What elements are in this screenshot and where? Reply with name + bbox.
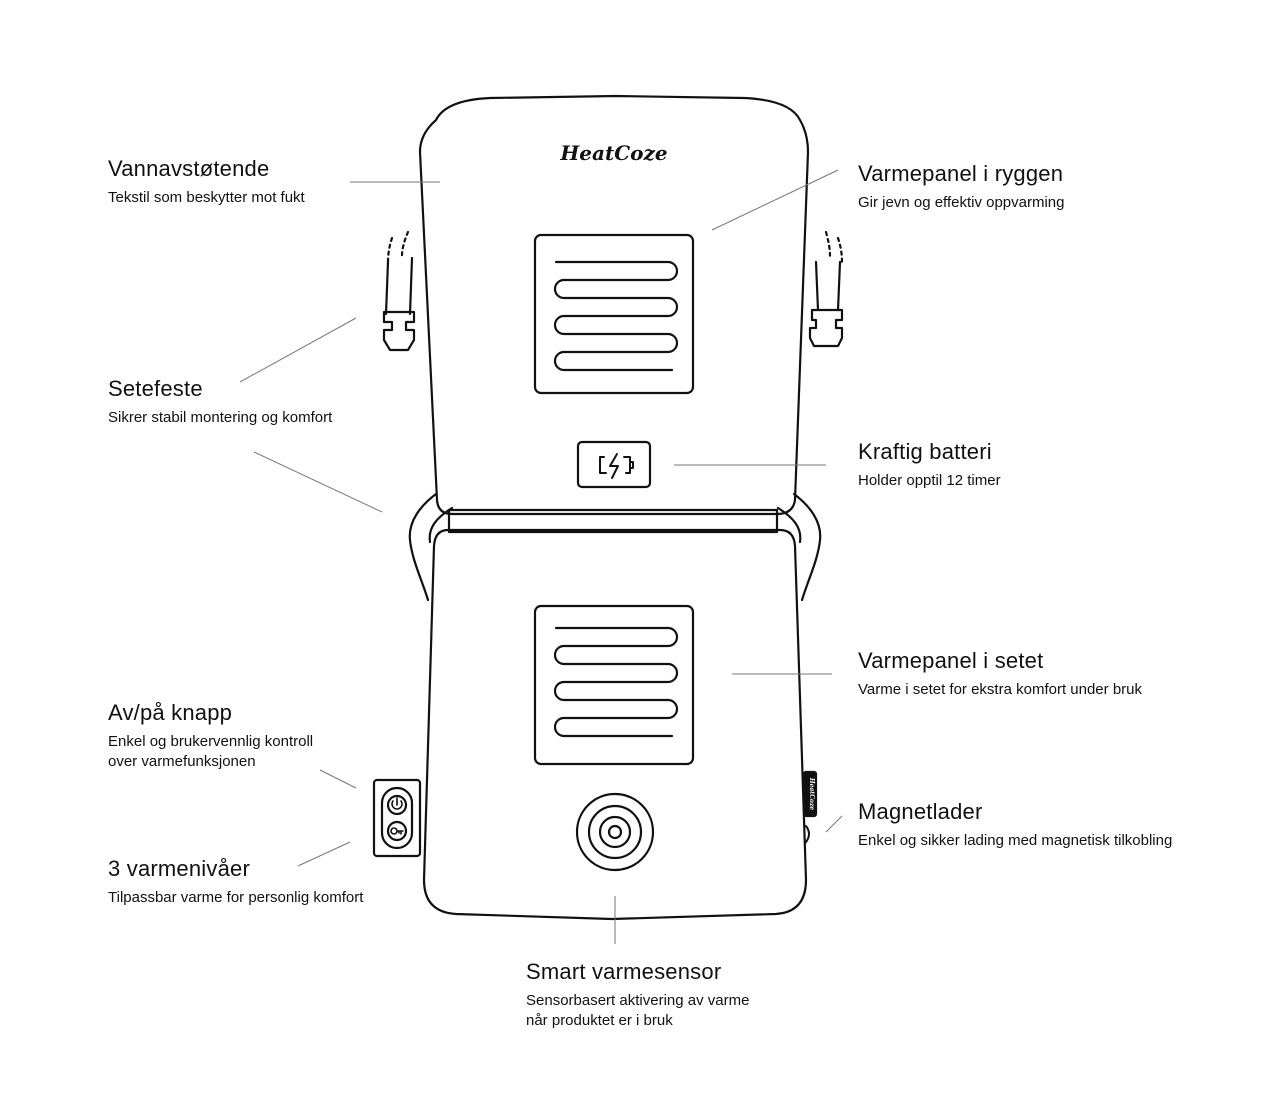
callout-smart-sensor: Smart varmesensor Sensorbasert aktiverin… [526, 959, 846, 1031]
seat-strap-right [808, 230, 844, 348]
battery-indicator [576, 440, 652, 489]
brand-logo: HeatCoze [559, 141, 667, 165]
leader-lines [239, 169, 843, 944]
callout-water-repellent: Vannavstøtende Tekstil som beskytter mot… [108, 156, 368, 208]
seat-heating-panel [533, 604, 695, 766]
magnetic-charger [802, 770, 818, 843]
smart-heat-sensor [575, 792, 655, 872]
callout-seat-heating-panel: Varmepanel i setet Varme i setet for eks… [858, 648, 1188, 700]
callout-title: Varmepanel i ryggen [858, 161, 1064, 186]
heat-sensor-icon [607, 824, 623, 840]
heating-coil-icon [553, 260, 679, 372]
callout-text: Varme i setet for ekstra komfort under b… [858, 681, 1142, 698]
back-cushion [418, 94, 810, 516]
charger-brand-tag: HeatCoze [808, 777, 815, 810]
callout-seat-mount: Setefeste Sikrer stabil montering og kom… [108, 376, 388, 428]
callout-title: Varmepanel i setet [858, 648, 1044, 673]
callout-title: Setefeste [108, 376, 203, 401]
callout-heat-levels: 3 varmenivåer Tilpassbar varme for perso… [108, 856, 408, 908]
callout-battery: Kraftig batteri Holder opptil 12 timer [858, 439, 1158, 491]
seat-cushion [422, 528, 808, 921]
buckle-icon [382, 310, 416, 352]
back-heating-panel [533, 233, 695, 395]
callout-text: Sikrer stabil montering og komfort [108, 409, 333, 426]
hinge-strip [447, 508, 779, 534]
heat-level-icon [390, 827, 404, 835]
callout-text: Tekstil som beskytter mot fukt [108, 189, 305, 206]
callout-text: Gir jevn og effektiv oppvarming [858, 194, 1065, 211]
seat-strap-left [382, 230, 416, 352]
callout-title: Smart varmesensor [526, 959, 722, 984]
power-icon [391, 797, 403, 810]
callout-title: Av/på knapp [108, 700, 233, 725]
callout-title: Magnetlader [858, 799, 983, 824]
callout-title: Vannavstøtende [108, 156, 270, 181]
callout-text: Enkel og brukervennlig kontroll over var… [108, 733, 314, 770]
heating-coil-icon [553, 626, 679, 738]
side-strap-right [776, 492, 822, 602]
battery-charging-icon [599, 453, 634, 479]
side-strap-left [408, 492, 454, 602]
callout-magnetic-charger: Magnetlader Enkel og sikker lading med m… [858, 799, 1218, 851]
callout-title: 3 varmenivåer [108, 856, 250, 881]
callout-title: Kraftig batteri [858, 439, 992, 464]
callout-text: Enkel og sikker lading med magnetisk til… [858, 832, 1173, 849]
control-module [372, 778, 422, 858]
callout-text: Tilpassbar varme for personlig komfort [108, 889, 364, 906]
buckle-icon [808, 308, 844, 348]
callout-text: Sensorbasert aktivering av varme når pro… [526, 992, 750, 1029]
callout-power-button: Av/på knapp Enkel og brukervennlig kontr… [108, 700, 368, 772]
callout-back-heating-panel: Varmepanel i ryggen Gir jevn og effektiv… [858, 161, 1158, 213]
callout-text: Holder opptil 12 timer [858, 472, 1001, 489]
